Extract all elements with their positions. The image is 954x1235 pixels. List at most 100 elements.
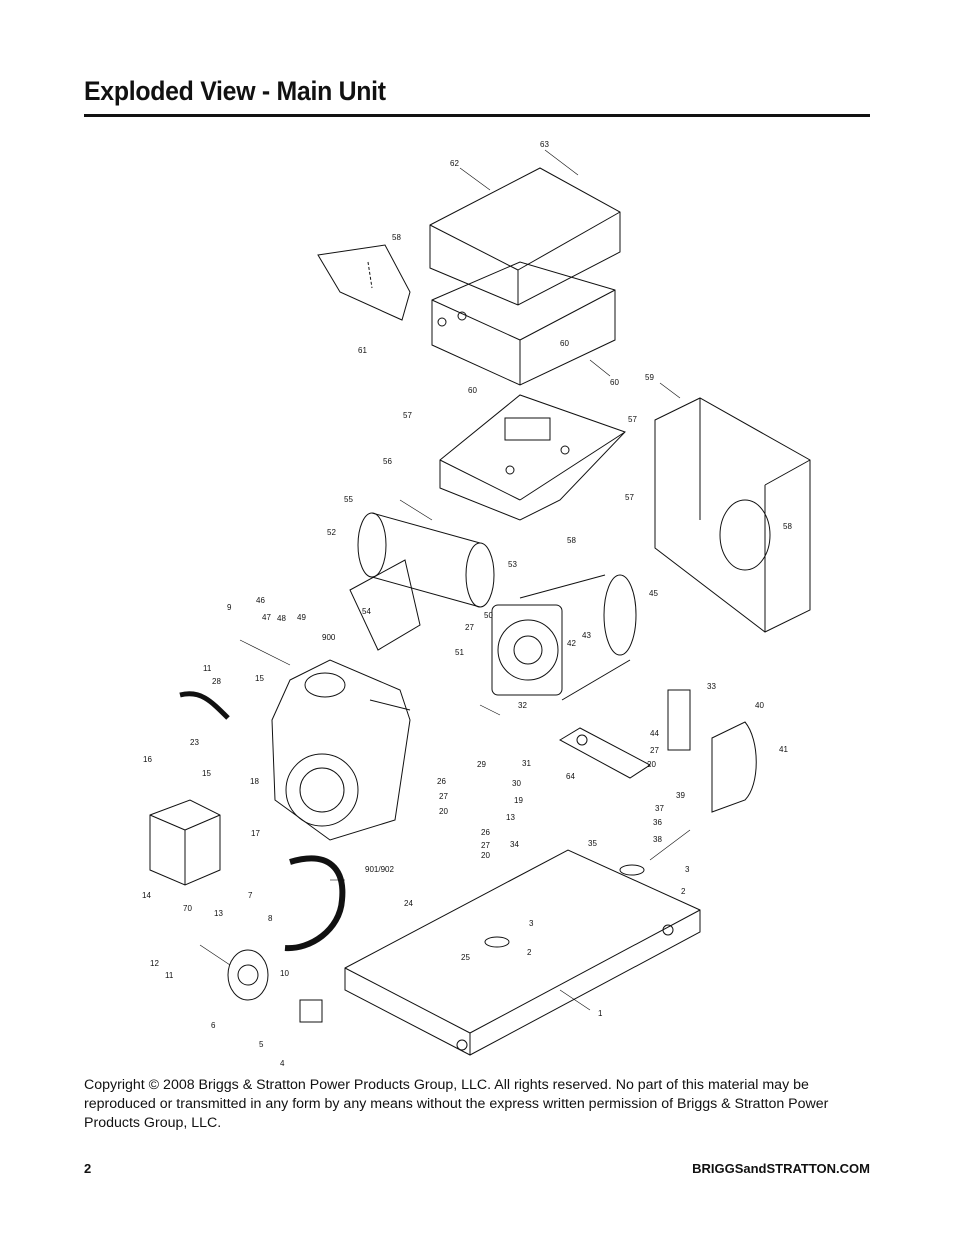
copyright-notice: Copyright © 2008 Briggs & Stratton Power… <box>84 1077 829 1131</box>
callout: 31 <box>522 759 531 768</box>
callout: 56 <box>383 457 392 466</box>
callout: 2 <box>527 948 532 957</box>
callout: 9 <box>227 603 232 612</box>
callout: 29 <box>477 760 486 769</box>
callout: 2 <box>681 887 686 896</box>
callout: 50 <box>484 611 493 620</box>
callout: 6 <box>211 1021 216 1030</box>
exploded-view-diagram: 63 62 58 61 60 60 60 59 57 57 57 56 55 5… <box>142 140 811 1068</box>
callout: 27 <box>481 841 490 850</box>
callout: 57 <box>403 411 412 420</box>
callout: 12 <box>150 959 159 968</box>
muffler-shield <box>439 394 626 521</box>
callout: 42 <box>567 639 576 648</box>
callout: 13 <box>214 909 223 918</box>
callout: 39 <box>676 791 685 800</box>
callout: 52 <box>327 528 336 537</box>
callout: 44 <box>650 729 659 738</box>
fan-guard <box>667 689 757 813</box>
fuel-regulator <box>227 949 323 1023</box>
callout: 27 <box>650 746 659 755</box>
callout: 4 <box>280 1059 285 1068</box>
callout: 35 <box>588 839 597 848</box>
website-footer: BRIGGSandSTRATTON.COM <box>692 1161 870 1176</box>
callout: 36 <box>653 818 662 827</box>
muffler <box>349 512 495 651</box>
callout: 15 <box>255 674 264 683</box>
callout: 27 <box>439 792 448 801</box>
callout: 20 <box>481 851 490 860</box>
callout: 25 <box>461 953 470 962</box>
callout: 60 <box>468 386 477 395</box>
callout: 57 <box>625 493 634 502</box>
callout: 32 <box>518 701 527 710</box>
callout: 11 <box>203 664 212 673</box>
callout: 37 <box>655 804 664 813</box>
callout: 58 <box>783 522 792 531</box>
page-number: 2 <box>84 1161 92 1176</box>
callout: 23 <box>190 738 199 747</box>
callout: 27 <box>465 623 474 632</box>
callout: 64 <box>566 772 575 781</box>
callout: 7 <box>248 891 253 900</box>
breather-hose <box>179 691 230 720</box>
callout: 14 <box>142 891 151 900</box>
callout: 3 <box>529 919 534 928</box>
fuel-hose <box>284 855 346 952</box>
base-frame <box>344 849 701 1056</box>
callout: 11 <box>165 971 174 980</box>
callout: 51 <box>455 648 464 657</box>
callout: 43 <box>582 631 591 640</box>
callout: 53 <box>508 560 517 569</box>
callout: 63 <box>540 140 549 149</box>
callout: 60 <box>610 378 619 387</box>
callout: 47 <box>262 613 271 622</box>
title-rule <box>84 114 870 117</box>
callout: 5 <box>259 1040 264 1049</box>
callout: 20 <box>439 807 448 816</box>
callout: 10 <box>280 969 289 978</box>
callout: 15 <box>202 769 211 778</box>
callout: 60 <box>560 339 569 348</box>
callout: 34 <box>510 840 519 849</box>
callout: 40 <box>755 701 764 710</box>
page-title: Exploded View - Main Unit <box>84 76 386 106</box>
callout: 61 <box>358 346 367 355</box>
callout: 18 <box>250 777 259 786</box>
alternator-cradle <box>558 727 651 779</box>
callout: 41 <box>779 745 788 754</box>
callout: 26 <box>481 828 490 837</box>
callout: 16 <box>143 755 152 764</box>
callout: 48 <box>277 614 286 623</box>
callout: 900 <box>322 633 336 642</box>
callout: 46 <box>256 596 265 605</box>
callout: 54 <box>362 607 371 616</box>
callout: 13 <box>506 813 515 822</box>
callout: 19 <box>514 796 523 805</box>
callout: 49 <box>297 613 306 622</box>
callout: 24 <box>404 899 413 908</box>
callout: 70 <box>183 904 192 913</box>
callout: 3 <box>685 865 690 874</box>
callout: 58 <box>567 536 576 545</box>
callout: 58 <box>392 233 401 242</box>
callout: 901/902 <box>365 865 394 874</box>
engine <box>271 659 411 841</box>
callout: 45 <box>649 589 658 598</box>
alternator <box>491 574 637 701</box>
callout: 55 <box>344 495 353 504</box>
callout: 20 <box>647 760 656 769</box>
side-panel-assembly <box>431 261 616 386</box>
callout: 38 <box>653 835 662 844</box>
callout: 33 <box>707 682 716 691</box>
callout: 62 <box>450 159 459 168</box>
callout: 17 <box>251 829 260 838</box>
rear-enclosure-panel <box>654 397 811 633</box>
callout: 30 <box>512 779 521 788</box>
battery <box>149 799 221 886</box>
callout: 59 <box>645 373 654 382</box>
callout: 28 <box>212 677 221 686</box>
callout: 8 <box>268 914 273 923</box>
vibration-mounts <box>484 864 645 948</box>
front-cover <box>317 244 411 321</box>
